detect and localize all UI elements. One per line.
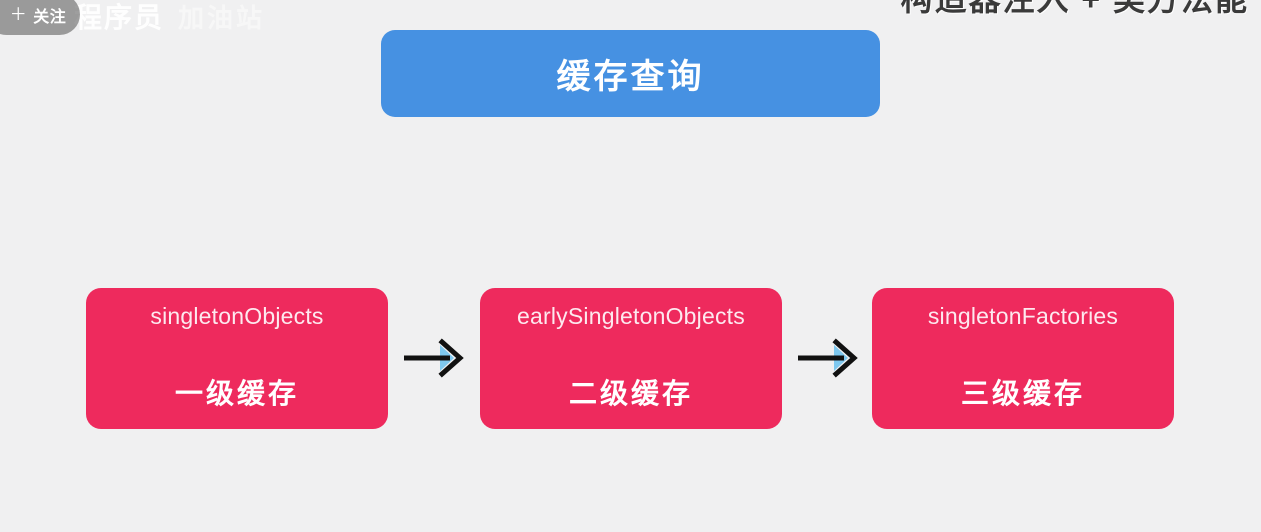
cache-box-level-label: 三级缓存	[960, 378, 1085, 409]
follow-button-label: 关注	[33, 8, 67, 26]
channel-watermark: 程序员 加油站	[74, 0, 265, 36]
clipped-heading-text: 构造器注入 + 类方法能	[901, 0, 1249, 20]
cache-box-level-label: 二级缓存	[568, 378, 693, 409]
cache-box-code-label: singletonFactories	[927, 303, 1119, 329]
watermark-primary-text: 程序员	[74, 2, 165, 33]
cache-box-code-label: earlySingletonObjects	[517, 303, 745, 329]
follow-button-content: ＋ 关注	[0, 3, 66, 27]
cache-box-level-label: 一级缓存	[174, 378, 299, 409]
cache-box-code-label: singletonObjects	[150, 303, 324, 329]
diagram-title-text: 缓存查询	[556, 58, 705, 96]
cache-box-singleton-factories: singletonFactories 三级缓存	[872, 288, 1174, 429]
flow-arrow-icon	[796, 335, 864, 381]
plus-icon: ＋	[9, 5, 28, 24]
cache-box-early-singleton-objects: earlySingletonObjects 二级缓存	[480, 288, 782, 429]
cache-flow-diagram: singletonObjects 一级缓存 earlySingletonObje…	[0, 288, 1261, 429]
diagram-title-box: 缓存查询	[381, 30, 880, 117]
cache-box-singleton-objects: singletonObjects 一级缓存	[86, 288, 388, 429]
watermark-secondary-text: 加油站	[178, 2, 266, 33]
flow-arrow-icon	[402, 335, 470, 381]
follow-button[interactable]: ＋ 关注	[0, 0, 80, 35]
